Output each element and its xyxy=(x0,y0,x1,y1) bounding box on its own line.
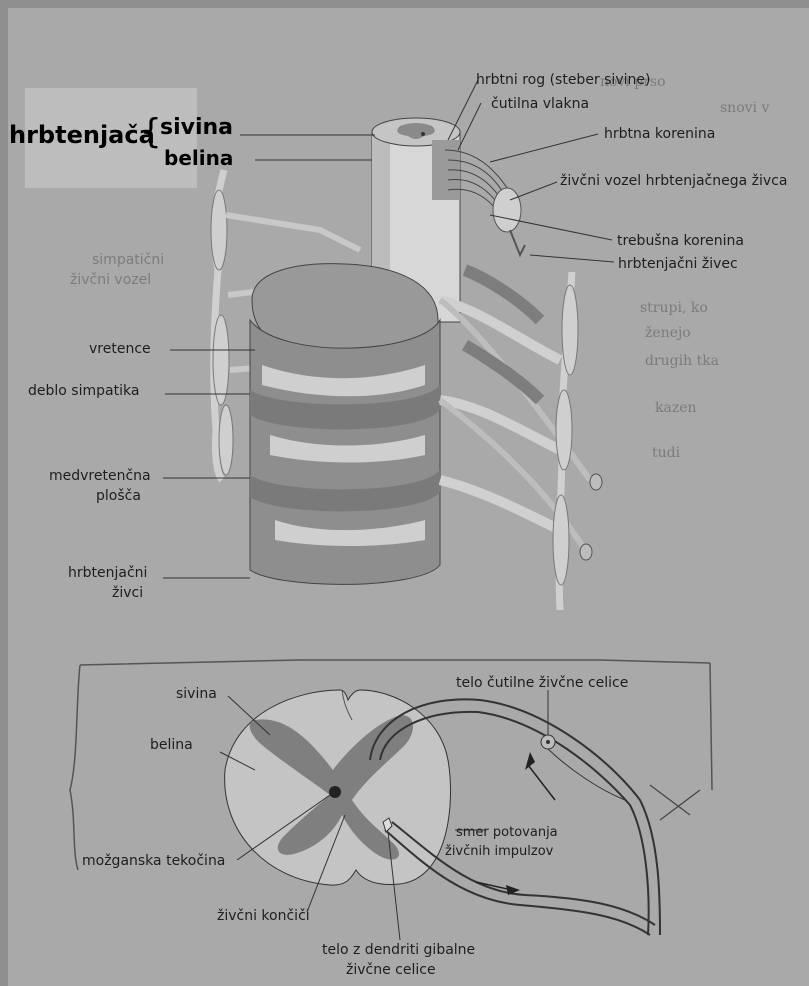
label-sensory-cell-body: telo čutilne živčne celice xyxy=(456,675,628,692)
central-canal xyxy=(329,786,341,798)
label-intervertebral-disc-2: plošča xyxy=(96,488,141,505)
label-nerve-endings: živčni končiči xyxy=(217,908,310,925)
label-grey-matter: sivina xyxy=(176,686,217,703)
label-ganglion: živčni vozel hrbtenjačnega živca xyxy=(560,173,787,190)
label-white-matter: belina xyxy=(150,737,193,754)
label-sensory-fibers: čutilna vlakna xyxy=(491,96,589,113)
label-csf: možganska tekočina xyxy=(82,853,225,870)
label-impulse-direction-2: živčnih impulzov xyxy=(445,843,553,860)
sympathetic-ganglion xyxy=(219,405,233,475)
sympathetic-ganglion xyxy=(562,285,578,375)
label-spinal-nerves: hrbtenjačni xyxy=(68,565,147,582)
title-item-grey: sivina xyxy=(160,115,233,140)
label-sympathetic-trunk: deblo simpatika xyxy=(28,383,139,400)
label-ventral-root: trebušna korenina xyxy=(617,233,744,250)
sympathetic-ganglion xyxy=(556,390,572,470)
title-brace: { xyxy=(140,112,162,152)
dorsal-root-ganglion xyxy=(493,188,521,232)
label-spinal-nerve: hrbtenjačni živec xyxy=(618,256,738,273)
sympathetic-ganglion xyxy=(211,190,227,270)
title-main: hrbtenjača xyxy=(9,121,155,149)
sympathetic-ganglion xyxy=(213,315,229,405)
label-motor-cell-body: telo z dendriti gibalne xyxy=(322,942,475,959)
label-motor-cell-body-2: živčne celice xyxy=(346,962,436,979)
title-item-white: belina xyxy=(164,146,233,170)
label-impulse-direction: smer potovanja xyxy=(456,824,558,841)
bracket-line xyxy=(70,665,80,870)
label-intervertebral-disc: medvretenčna xyxy=(49,468,151,485)
label-sympathetic-ganglion: simpatični xyxy=(92,252,164,269)
label-sympathetic-ganglion-2: živčni vozel xyxy=(70,272,151,289)
label-dorsal-root: hrbtna korenina xyxy=(604,126,715,143)
sympathetic-ganglion xyxy=(553,495,569,585)
label-spinal-nerves-2: živci xyxy=(112,585,143,602)
label-dorsal-horn: hrbtni rog (steber sivine) xyxy=(476,72,650,89)
label-vertebra: vretence xyxy=(89,341,151,358)
